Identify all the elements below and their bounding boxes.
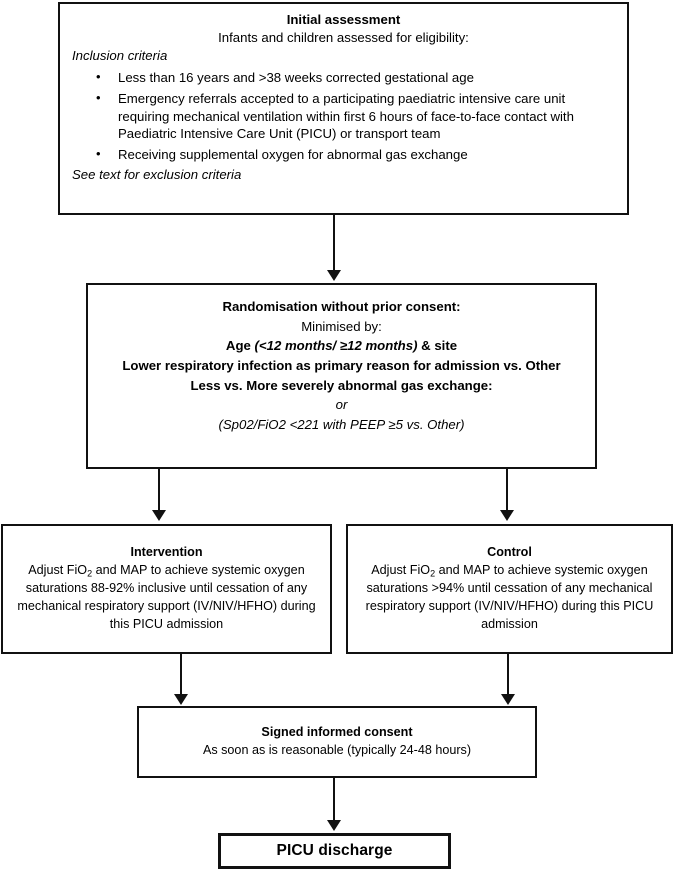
intervention-body: Adjust FiO2 and MAP to achieve systemic … (12, 562, 321, 634)
connector-intervention-to-consent (180, 654, 182, 696)
minimisation-age-site: & site (421, 338, 458, 354)
arrowhead-randomisation-to-control (500, 510, 514, 521)
randomisation-minimisation-severity: Less vs. More severely abnormal gas exch… (190, 377, 493, 393)
randomisation-heading: Randomisation without prior consent: (222, 299, 461, 314)
control-body-part1: Adjust FiO (371, 563, 431, 578)
randomisation-minimisation-infection: Lower respiratory infection as primary r… (122, 358, 561, 374)
initial-assessment-subheading: Infants and children assessed for eligib… (218, 30, 469, 46)
box-picu-discharge: PICU discharge (218, 833, 451, 869)
control-body: Adjust FiO2 and MAP to achieve systemic … (357, 562, 662, 634)
initial-assessment-heading: Initial assessment (286, 12, 401, 27)
intervention-heading: Intervention (130, 545, 203, 560)
inclusion-criteria-list: Less than 16 years and >38 weeks correct… (72, 68, 615, 166)
box-intervention: Intervention Adjust FiO2 and MAP to achi… (1, 524, 332, 654)
connector-randomisation-to-control (506, 469, 508, 512)
connector-randomisation-to-intervention (158, 469, 160, 512)
box-randomisation: Randomisation without prior consent: Min… (86, 283, 597, 469)
arrowhead-consent-to-discharge (327, 820, 341, 831)
minimisation-age-label: Age (225, 338, 251, 354)
arrowhead-intervention-to-consent (174, 694, 188, 705)
box-signed-consent: Signed informed consent As soon as is re… (137, 706, 537, 778)
list-item: Less than 16 years and >38 weeks correct… (96, 68, 607, 87)
box-control: Control Adjust FiO2 and MAP to achieve s… (346, 524, 673, 654)
connector-initial-to-randomisation (333, 215, 335, 272)
connector-control-to-consent (507, 654, 509, 696)
arrowhead-randomisation-to-intervention (152, 510, 166, 521)
consent-heading: Signed informed consent (261, 725, 413, 740)
control-fio2-subscript: 2 (430, 568, 436, 579)
inclusion-criteria-label: Inclusion criteria (72, 48, 168, 64)
arrowhead-control-to-consent (501, 694, 515, 705)
connector-consent-to-discharge (333, 778, 335, 823)
consent-body: As soon as is reasonable (typically 24-4… (202, 743, 472, 757)
list-item: Emergency referrals accepted to a partic… (96, 89, 607, 143)
intervention-body-part2: and MAP to achieve systemic oxygen satur… (17, 563, 316, 631)
arrowhead-initial-to-randomisation (327, 270, 341, 281)
exclusion-criteria-note: See text for exclusion criteria (72, 167, 242, 183)
randomisation-ratio-criterion: (Sp02/FiO2 <221 with PEEP ≥5 vs. Other) (218, 417, 465, 433)
randomisation-minimisation-age: Age (<12 months/ ≥12 months) & site (98, 337, 585, 355)
control-body-part2: and MAP to achieve systemic oxygen satur… (365, 563, 654, 631)
control-heading: Control (487, 545, 532, 560)
box-initial-assessment: Initial assessment Infants and children … (58, 2, 629, 215)
randomisation-or: or (335, 397, 348, 413)
randomisation-subheading: Minimised by: (301, 318, 382, 334)
intervention-fio2-subscript: 2 (87, 568, 93, 579)
discharge-heading: PICU discharge (276, 842, 393, 859)
list-item: Receiving supplemental oxygen for abnorm… (96, 145, 607, 164)
minimisation-age-range: (<12 months/ ≥12 months) (254, 338, 418, 354)
intervention-body-part1: Adjust FiO (28, 563, 88, 578)
